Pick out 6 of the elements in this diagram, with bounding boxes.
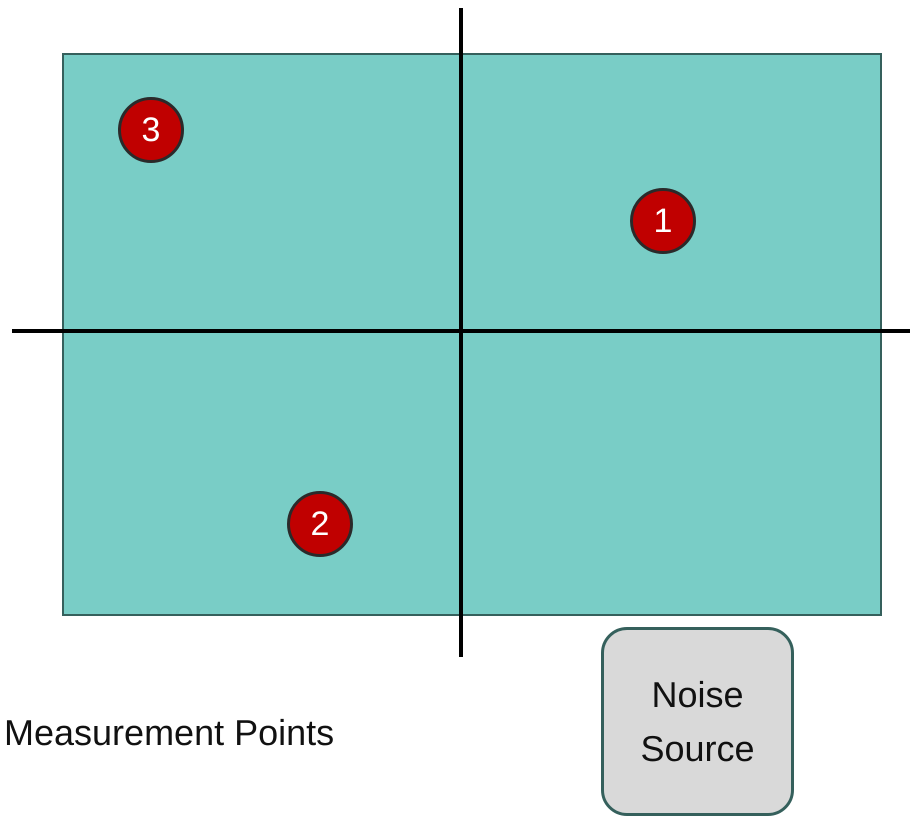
noise-source-box: Noise Source — [601, 627, 794, 816]
measurement-point: 1 — [630, 188, 696, 254]
legend-text: Measurement Points — [4, 712, 334, 754]
measurement-point: 3 — [118, 97, 184, 163]
room-area — [62, 53, 882, 616]
measurement-point: 2 — [287, 491, 353, 557]
